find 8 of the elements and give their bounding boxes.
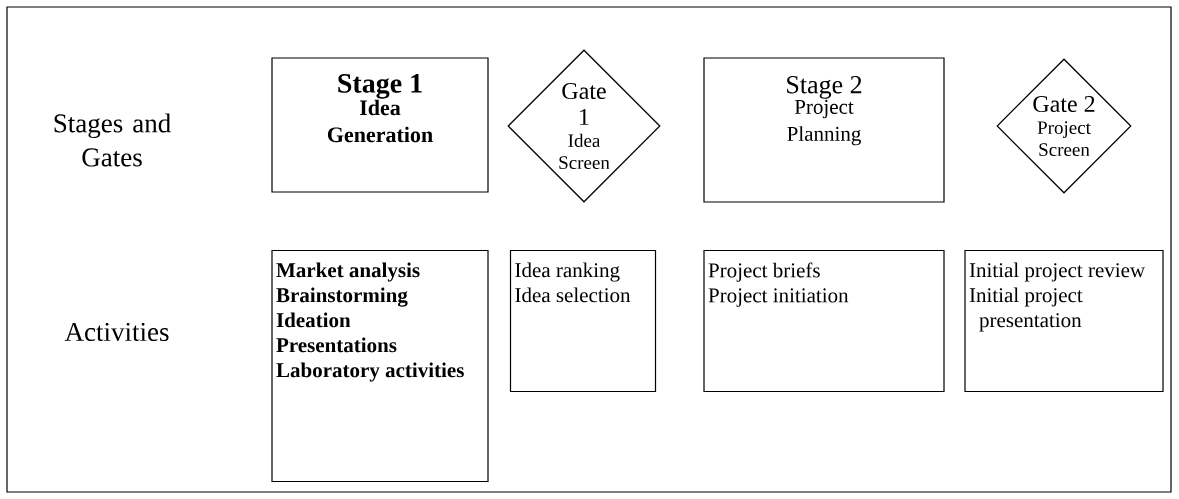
activity-box: Project briefs Project initiation xyxy=(703,249,945,393)
stage-box: Stage 1 Idea Generation xyxy=(271,57,489,193)
activity-box: Initial project review Initial project presentation xyxy=(964,249,1164,393)
row-label: Stages and Gates xyxy=(54,113,171,167)
activity-box: Market analysis Brainstorming Ideation Presentations Laboratory activities xyxy=(271,249,489,483)
stage-box: Stage 2 Project Planning xyxy=(703,57,945,203)
row-label: Activities xyxy=(64,322,169,342)
activity-box: Idea ranking Idea selection xyxy=(509,249,657,393)
